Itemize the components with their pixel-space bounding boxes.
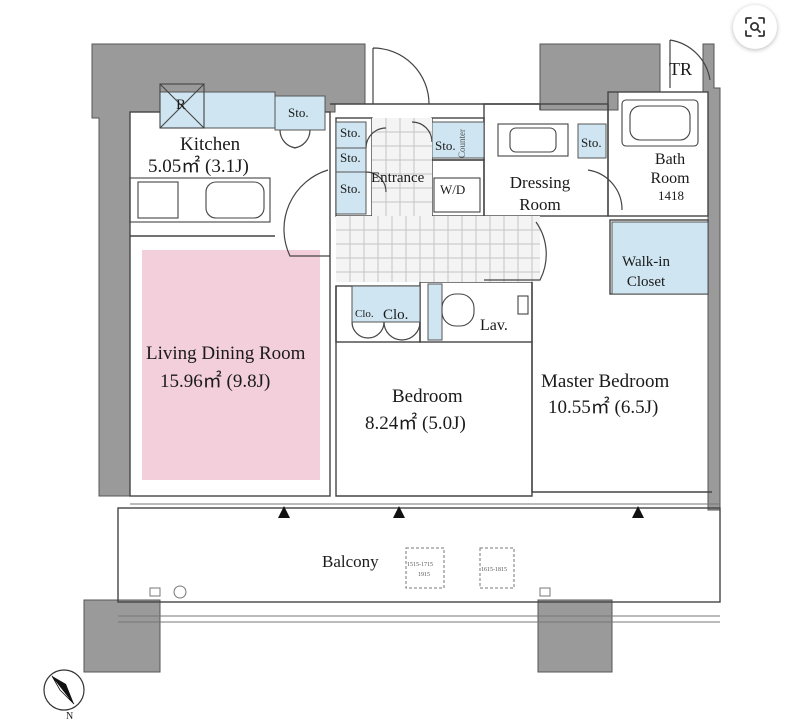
closet-1-label: Clo.	[355, 308, 374, 320]
kitchen-area: 5.05㎡ (3.1J)	[148, 156, 249, 177]
living-dining-area-label: 15.96㎡ (9.8J)	[160, 371, 271, 392]
closet-2-label: Clo.	[383, 307, 409, 323]
washer-dryer-label: W/D	[440, 182, 466, 197]
storage-fills	[159, 91, 709, 341]
bath-storage-label: Sto.	[581, 135, 602, 150]
dressing-room-label: Dressing Room	[509, 173, 571, 214]
balcony-dimension-1: 1515-1715	[407, 562, 433, 568]
kitchen-storage-label: Sto.	[288, 105, 309, 120]
structural-walls	[83, 43, 721, 673]
master-bedroom-label: Master Bedroom	[541, 371, 670, 392]
kitchen-label: Kitchen	[180, 134, 241, 155]
entrance-label: Entrance	[371, 170, 425, 186]
window-markers	[278, 506, 644, 518]
bedroom-label: Bedroom	[392, 386, 463, 407]
north-arrow-icon	[43, 669, 85, 711]
kitchen-fixtures	[129, 83, 271, 223]
image-search-button[interactable]	[733, 5, 777, 49]
walkin-closet-label: Walk-in Closet	[622, 254, 670, 290]
door-swings	[279, 39, 711, 341]
hall-storage-1-label: Sto.	[340, 125, 361, 140]
balcony-dimension-3: 1615-1815	[481, 567, 507, 573]
hall-storage-2-label: Sto.	[340, 150, 361, 165]
lavatory-label: Lav.	[480, 317, 508, 334]
bedroom-area: 8.24㎡ (5.0J)	[365, 413, 466, 434]
bath-size-label: 1418	[658, 188, 684, 203]
north-label: N	[66, 711, 74, 722]
hall-storage-3-label: Sto.	[340, 181, 361, 196]
tr-label: TR	[669, 59, 693, 79]
counter-label: Counter	[457, 129, 467, 158]
balcony-label: Balcony	[322, 552, 379, 571]
image-search-icon	[745, 17, 765, 37]
living-dining-area	[142, 250, 320, 480]
balcony-dimension-2: 1915	[418, 572, 430, 578]
living-dining-label: Living Dining Room	[146, 343, 306, 364]
bath-room-label: Bath Room	[650, 151, 690, 187]
entrance-storage-label: Sto.	[435, 138, 456, 153]
refrigerator-label: R	[176, 97, 187, 113]
master-bedroom-area: 10.55㎡ (6.5J)	[548, 397, 659, 418]
dressing-fixtures	[433, 99, 699, 327]
balcony-details	[118, 503, 720, 623]
entrance-tiles	[336, 118, 540, 282]
